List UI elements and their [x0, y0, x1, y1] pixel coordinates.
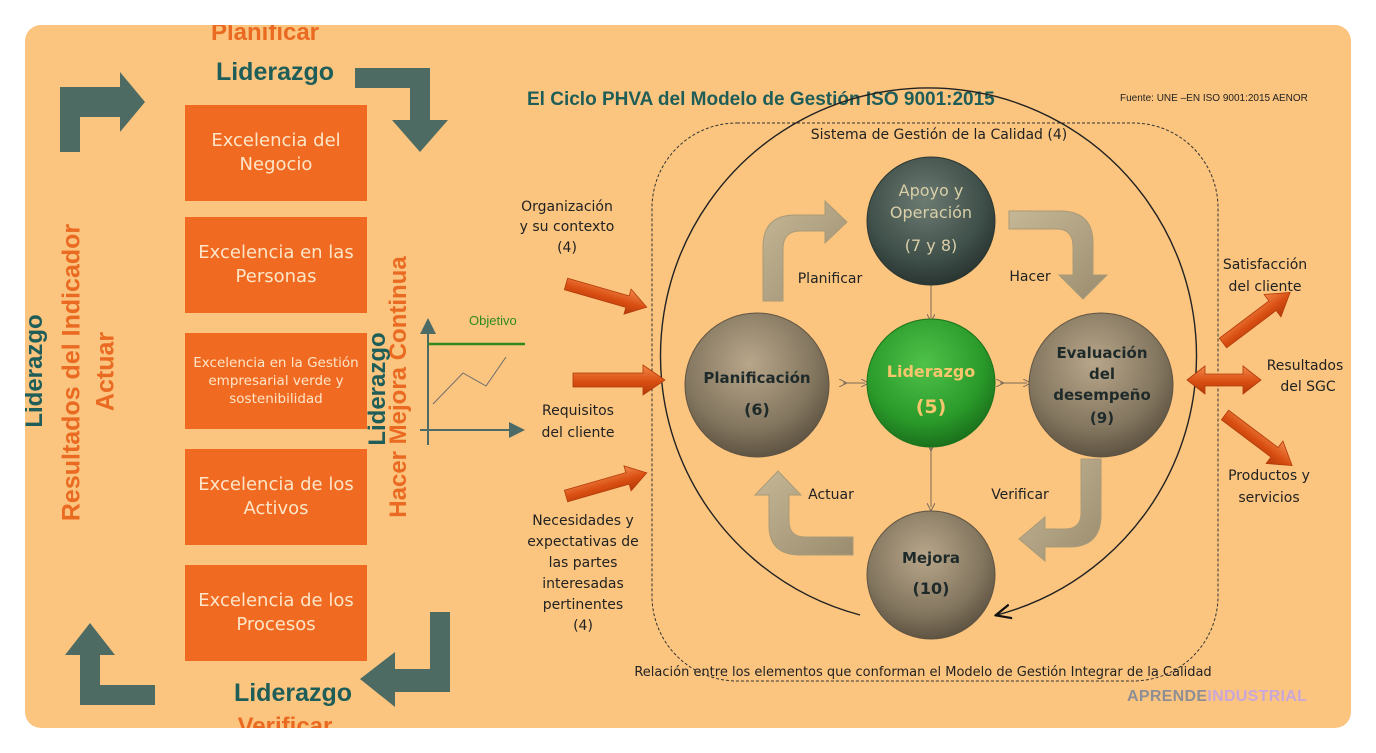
box-people-excellence: Excelencia en las Personas [185, 217, 367, 313]
bottom-leadership-label: Liderazgo [233, 679, 353, 707]
box-business-excellence: Excelencia del Negocio [185, 105, 367, 201]
leadership-label: Liderazgo [887, 362, 975, 381]
do-curve-arrow [1008, 210, 1109, 300]
input-arrow-needs [563, 465, 648, 503]
node-leadership [866, 318, 996, 448]
diagram-caption: Relación entre los elementos que conform… [634, 665, 1211, 680]
output-results-line2: del SGC [1280, 379, 1336, 395]
corner-arrow-bottom-left [65, 623, 155, 705]
planning-label: Planificación [703, 369, 810, 387]
improvement-number: (10) [913, 579, 950, 598]
evaluation-number: (9) [1090, 409, 1114, 427]
improvement-label: Mejora [902, 549, 960, 567]
mini-chart-target-label: Objetivo [469, 313, 517, 328]
cycle-plan-label: Planificar [798, 271, 863, 287]
input-requirements-line2: del cliente [542, 425, 615, 441]
cycle-outer-circle [659, 87, 1198, 615]
evaluation-line3: desempeño [1053, 386, 1151, 404]
verificar-heading: Verificar [237, 713, 333, 728]
output-arrow-results [1186, 365, 1262, 395]
planning-number: (6) [744, 400, 770, 419]
corner-arrow-bottom-right [360, 612, 450, 707]
support-number: (7 y 8) [905, 236, 957, 255]
watermark-part1: APRENDE [1127, 688, 1208, 705]
leadership-number: (5) [916, 396, 947, 418]
node-improvement [866, 510, 996, 640]
top-leadership-label: Liderazgo [215, 58, 335, 86]
cycle-check-label: Verificar [991, 487, 1049, 503]
infographic-card: Planificar Liderazgo Excelencia del Nego… [25, 25, 1351, 728]
input-requirements-line1: Requisitos [542, 403, 614, 419]
node-planning [684, 312, 830, 458]
plan-curve-arrow [762, 199, 848, 302]
cycle-act-label: Actuar [808, 487, 854, 503]
support-line2: Operación [890, 203, 972, 222]
input-needs-line6: (4) [573, 618, 593, 634]
output-arrow-products [1220, 409, 1293, 467]
input-needs-line2: expectativas de [527, 534, 638, 550]
input-needs-line3: las partes [549, 555, 618, 571]
mini-objective-chart [420, 318, 525, 445]
mini-chart-trend-line [432, 356, 507, 405]
evaluation-line2: del [1089, 365, 1115, 383]
act-curve-arrow [753, 470, 854, 556]
watermark-part2: INDUSTRIAL [1207, 688, 1308, 705]
output-results-line1: Resultados [1267, 358, 1344, 374]
output-products-line1: Productos y [1228, 468, 1310, 484]
source-note: Fuente: UNE –EN ISO 9001:2015 AENOR [1120, 93, 1308, 104]
input-organization-line1: Organización [521, 199, 613, 215]
input-needs-line1: Necesidades y [532, 513, 634, 529]
evaluation-line1: Evaluación [1056, 344, 1147, 362]
output-satisfaction-line1: Satisfacción [1223, 257, 1307, 273]
system-boundary [651, 122, 1219, 682]
diagram-title: El Ciclo PHVA del Modelo de Gestión ISO … [527, 89, 995, 110]
output-satisfaction-line2: del cliente [1229, 279, 1302, 295]
input-organization-line2: y su contexto [520, 219, 615, 235]
system-label: Sistema de Gestión de la Calidad (4) [811, 127, 1067, 143]
output-arrow-satisfaction [1218, 291, 1291, 349]
pdca-diagram: Apoyo y Operación (7 y 8) Planificación … [520, 87, 1344, 682]
box-assets-excellence: Excelencia de los Activos [185, 449, 367, 545]
planificar-heading: Planificar [210, 25, 320, 46]
cycle-do-label: Hacer [1009, 269, 1050, 285]
watermark-logo: APRENDEINDUSTRIAL [1127, 688, 1307, 706]
input-arrow-organization [563, 277, 648, 315]
input-arrow-requirements [572, 364, 666, 396]
check-curve-arrow [1018, 458, 1102, 563]
input-needs-line4: interesadas [542, 576, 624, 592]
node-support-operation [866, 156, 996, 286]
input-needs-line5: pertinentes [543, 597, 623, 613]
input-organization-line3: (4) [557, 240, 577, 256]
box-process-excellence: Excelencia de los Procesos [185, 565, 367, 661]
corner-arrow-top-left [60, 72, 145, 152]
output-products-line2: servicios [1238, 490, 1299, 506]
box-green-management-excellence: Excelencia en la Gestión empresarial ver… [185, 333, 367, 429]
support-line1: Apoyo y [899, 181, 964, 200]
corner-arrow-top-right [355, 68, 448, 152]
node-evaluation [1028, 312, 1174, 458]
